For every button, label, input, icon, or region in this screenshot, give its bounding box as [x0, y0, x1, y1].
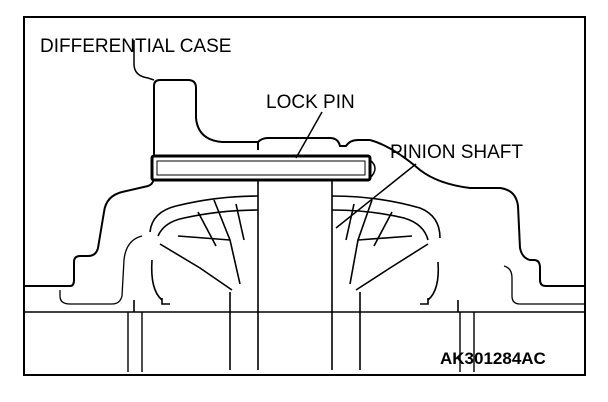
case-top-plateau: [257, 137, 370, 150]
label-lock-pin: LOCK PIN: [266, 92, 355, 113]
left-pinion-gear: [133, 195, 259, 312]
label-pinion-shaft: PINION SHAFT: [390, 142, 523, 163]
lock-pin-inner: [156, 160, 366, 176]
differential-case-outline-right: [369, 139, 584, 287]
lock-pin-leader: [295, 111, 323, 159]
case-inner-contour-right: [503, 265, 584, 305]
diagram-border: [23, 16, 586, 376]
pinion-shaft-body: [229, 180, 361, 370]
lock-pin: [150, 154, 372, 182]
pinion-shaft-leader: [335, 163, 417, 229]
differential-case-outline: [25, 79, 258, 287]
side-bearings: [127, 312, 475, 372]
differential-case-leader: [133, 40, 155, 81]
right-pinion-gear: [331, 195, 459, 312]
lock-pin-end: [369, 159, 376, 179]
figure-code: AK301284AC: [440, 349, 546, 368]
case-inner-contour-left: [59, 235, 143, 305]
label-differential-case: DIFFERENTIAL CASE: [40, 36, 231, 57]
